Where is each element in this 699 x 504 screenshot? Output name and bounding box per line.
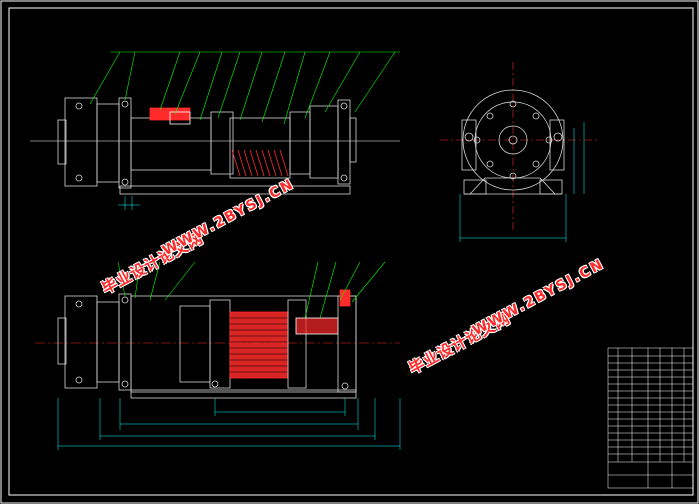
left-flange: [64, 97, 98, 187]
top-leaders: [89, 51, 400, 125]
base-plate: [119, 185, 351, 195]
top-dimensions: [118, 196, 140, 210]
side-dimensions: [459, 122, 585, 242]
main-body: [130, 117, 212, 171]
bottom-drum: [229, 311, 289, 379]
side-view: [440, 62, 600, 230]
drum: [229, 117, 291, 179]
inner-frame: [8, 7, 694, 496]
top-view: [30, 97, 400, 195]
title-block: [607, 347, 694, 489]
bottom-leaders: [117, 261, 386, 319]
coil-hatch: [231, 149, 289, 177]
side-outer-circle: [462, 89, 564, 191]
bottom-left-flange: [64, 295, 98, 389]
bottom-view: [35, 289, 400, 399]
right-flange: [309, 105, 339, 179]
bottom-dimensions: [57, 398, 401, 450]
